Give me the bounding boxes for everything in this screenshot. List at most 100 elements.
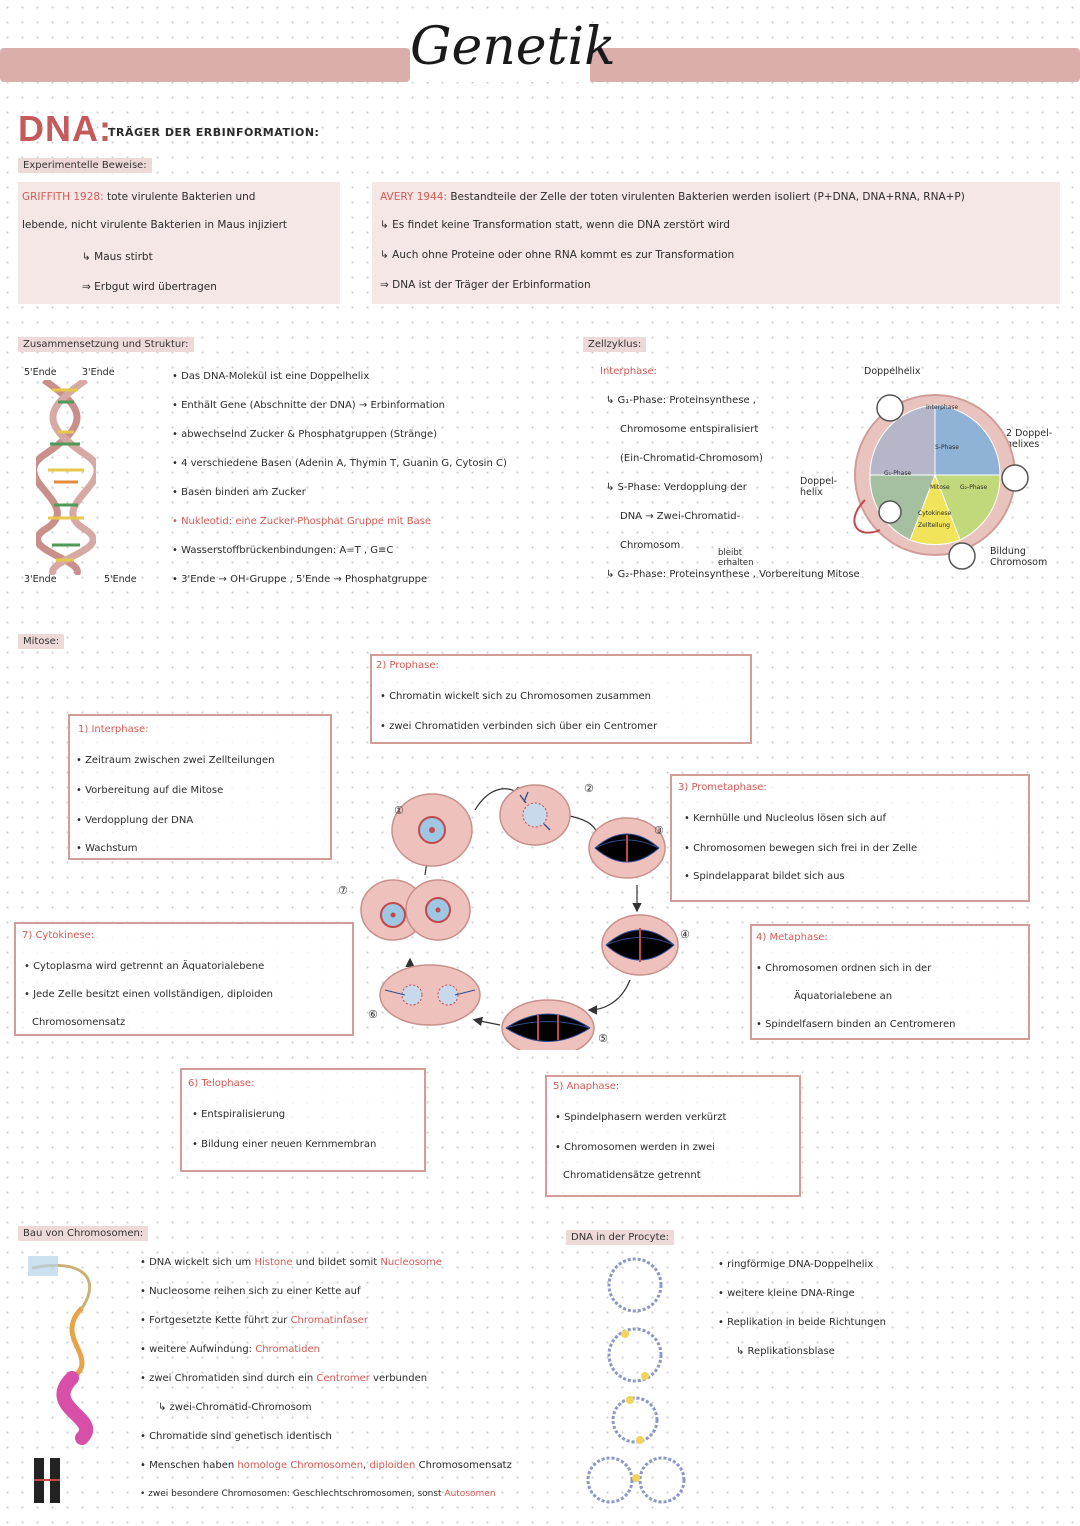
structure-item: Wasserstoffbrückenbindungen: A=T , G≡C — [172, 536, 507, 565]
avery-line: ⇒ DNA ist der Träger der Erbinformation — [380, 279, 591, 291]
metaphase-item: Spindelfasern binden an Centromeren — [756, 1010, 955, 1039]
griffith-line: lebende, nicht virulente Bakterien in Ma… — [22, 219, 288, 231]
page-title: Genetik — [410, 12, 616, 82]
cycle-segment-g1: G₁-Phase — [884, 470, 912, 477]
interphase-box: 1) Interphase: Zeitraum zwischen zwei Ze… — [68, 714, 332, 860]
structure-item: Basen binden am Zucker — [172, 478, 507, 507]
telophase-box: 6) Telophase: Entspiralisierung Bildung … — [180, 1068, 426, 1172]
mitosis-step-4: ④ — [680, 928, 690, 941]
avery-label: AVERY 1944: — [380, 191, 447, 203]
cycle-list: ↳ G₁-Phase: Proteinsynthese , Chromosome… — [606, 386, 860, 589]
interphase-item: Vorbereitung auf die Mitose — [76, 776, 223, 805]
bleibt-erhalten-note: bleibt erhalten — [718, 548, 754, 568]
prokaryote-item: ↳ Replikationsblase — [736, 1346, 835, 1357]
title-band-left — [0, 48, 410, 82]
cycle-label-doppelhelix: Doppelhelix — [864, 366, 921, 377]
prophase-title: 2) Prophase: — [376, 660, 439, 671]
interphase-item: Zeitraum zwischen zwei Zellteilungen — [76, 746, 274, 775]
cycle-segment-teilung: Zellteilung — [918, 522, 950, 529]
chromosome-item: ↳ zwei-Chromatid-Chromosom — [158, 1402, 312, 1413]
prophase-item: zwei Chromatiden verbinden sich über ein… — [380, 712, 657, 741]
chromosome-item: Menschen haben homologe Chromosomen, dip… — [140, 1451, 512, 1480]
dna-subtitle: TRÄGER DER ERBINFORMATION: — [108, 126, 320, 139]
cycle-item: ↳ S-Phase: Verdopplung der — [606, 482, 747, 493]
mitosis-step-2: ② — [584, 782, 594, 795]
prometaphase-item: Spindelapparat bildet sich aus — [684, 862, 845, 891]
cycle-interphase: Interphase: — [600, 366, 658, 377]
chromosome-item: zwei Chromatiden sind durch ein Centrome… — [140, 1364, 512, 1393]
telophase-title: 6) Telophase: — [188, 1078, 255, 1089]
end-label-3-bottom: 3'Ende — [24, 574, 57, 585]
anaphase-item: Chromosomen werden in zwei — [555, 1133, 715, 1162]
cycle-label-two-helixes: 2 Doppel-helixes — [1006, 428, 1053, 450]
chromosome-illustration — [28, 1256, 94, 1503]
end-label-5-bottom: 5'Ende — [104, 574, 137, 585]
cell-cycle-diagram — [853, 394, 1029, 570]
avery-box: AVERY 1944: Bestandteile der Zelle der t… — [372, 182, 1060, 304]
structure-item: abwechselnd Zucker & Phosphatgruppen (St… — [172, 420, 507, 449]
griffith-line: ⇒ Erbgut wird übertragen — [82, 281, 217, 293]
telophase-item: Bildung einer neuen Kernmembran — [192, 1130, 376, 1159]
cytokinese-title: 7) Cytokinese: — [22, 930, 95, 941]
mitosis-tag: Mitose: — [18, 634, 65, 649]
dna-helix-illustration — [36, 380, 96, 575]
telophase-item: Entspiralisierung — [192, 1100, 285, 1129]
prometaphase-title: 3) Prometaphase: — [678, 782, 767, 793]
cycle-item: (Ein-Chromatid-Chromosom) — [620, 453, 763, 464]
cycle-tag: Zellzyklus: — [583, 337, 647, 352]
prokaryote-dna-rings — [586, 1257, 686, 1504]
dna-heading: DNA: — [18, 108, 112, 149]
cycle-item: DNA → Zwei-Chromatid- — [620, 511, 741, 522]
avery-line: Bestandteile der Zelle der toten virulen… — [450, 191, 965, 203]
cytokinese-box: 7) Cytokinese: Cytoplasma wird getrennt … — [14, 922, 354, 1036]
structure-item: Das DNA-Molekül ist eine Doppelhelix — [172, 362, 507, 391]
prometaphase-item: Kernhülle und Nucleolus lösen sich auf — [684, 804, 886, 833]
cycle-segment-s: S-Phase — [935, 444, 959, 451]
griffith-line: ↳ Maus stirbt — [82, 251, 153, 263]
prokaryote-item: Replikation in beide Richtungen — [718, 1308, 886, 1337]
anaphase-item: Chromatidensätze getrennt — [563, 1170, 701, 1181]
anaphase-title: 5) Anaphase: — [553, 1081, 620, 1092]
mitosis-cycle-illustration — [360, 784, 679, 1050]
structure-item: 4 verschiedene Basen (Adenin A, Thymin T… — [172, 449, 507, 478]
metaphase-item: Äquatorialebene an — [794, 991, 893, 1002]
cycle-item: ↳ G₁-Phase: Proteinsynthese , — [606, 395, 756, 406]
interphase-title: 1) Interphase: — [78, 724, 149, 735]
cycle-label-doppelhelix-left: Doppel-helix — [800, 476, 838, 498]
evidence-tag: Experimentelle Beweise: — [18, 158, 152, 173]
prokaryote-item: weitere kleine DNA-Ringe — [718, 1279, 886, 1308]
metaphase-box: 4) Metaphase: Chromosomen ordnen sich in… — [750, 924, 1030, 1040]
prokaryote-list: ringförmige DNA-Doppelhelix weitere klei… — [718, 1250, 886, 1366]
chromosome-item: weitere Aufwindung: Chromatiden — [140, 1335, 512, 1364]
prokaryote-item: ringförmige DNA-Doppelhelix — [718, 1250, 886, 1279]
anaphase-box: 5) Anaphase: Spindelphasern werden verkü… — [545, 1075, 801, 1197]
anaphase-item: Spindelphasern werden verkürzt — [555, 1103, 726, 1132]
mitosis-step-5: ⑤ — [598, 1032, 608, 1045]
interphase-item: Verdopplung der DNA — [76, 806, 193, 835]
chromosome-item: zwei besondere Chromosomen: Geschlechtsc… — [140, 1480, 512, 1509]
structure-tag: Zusammensetzung und Struktur: — [18, 337, 194, 352]
chromosome-list: DNA wickelt sich um Histone und bildet s… — [140, 1248, 512, 1509]
metaphase-title: 4) Metaphase: — [756, 932, 828, 943]
prophase-item: Chromatin wickelt sich zu Chromosomen zu… — [380, 682, 651, 711]
structure-item: Nukleotid: eine Zucker-Phosphat Gruppe m… — [172, 507, 507, 536]
griffith-line: tote virulente Bakterien und — [106, 191, 256, 203]
interphase-item: Wachstum — [76, 834, 137, 863]
cytokinese-item: Chromosomensatz — [32, 1017, 126, 1028]
cytokinese-item: Jede Zelle besitzt einen vollständigen, … — [24, 980, 273, 1009]
cycle-segment-mitose: Mitose — [930, 484, 950, 491]
mitosis-step-3: ③ — [654, 824, 664, 837]
griffith-label: GRIFFITH 1928: — [22, 191, 104, 203]
chromosome-item: DNA wickelt sich um Histone und bildet s… — [140, 1248, 512, 1277]
end-label-3-top: 3'Ende — [82, 367, 115, 378]
chromosome-item: Nucleosome reihen sich zu einer Kette au… — [140, 1277, 512, 1306]
cycle-item: Chromosom — [620, 540, 681, 551]
end-label-5-top: 5'Ende — [24, 367, 57, 378]
cycle-label-bildung-chromosom: Bildung Chromosom — [990, 546, 1048, 568]
structure-item: Enthält Gene (Abschnitte der DNA) → Erbi… — [172, 391, 507, 420]
cycle-item: Chromosome entspiralisiert — [620, 424, 759, 435]
prokaryote-tag: DNA in der Procyte: — [566, 1230, 675, 1245]
title-band-right — [588, 48, 1080, 82]
griffith-box: GRIFFITH 1928: tote virulente Bakterien … — [18, 182, 340, 304]
metaphase-item: Chromosomen ordnen sich in der — [756, 954, 931, 983]
